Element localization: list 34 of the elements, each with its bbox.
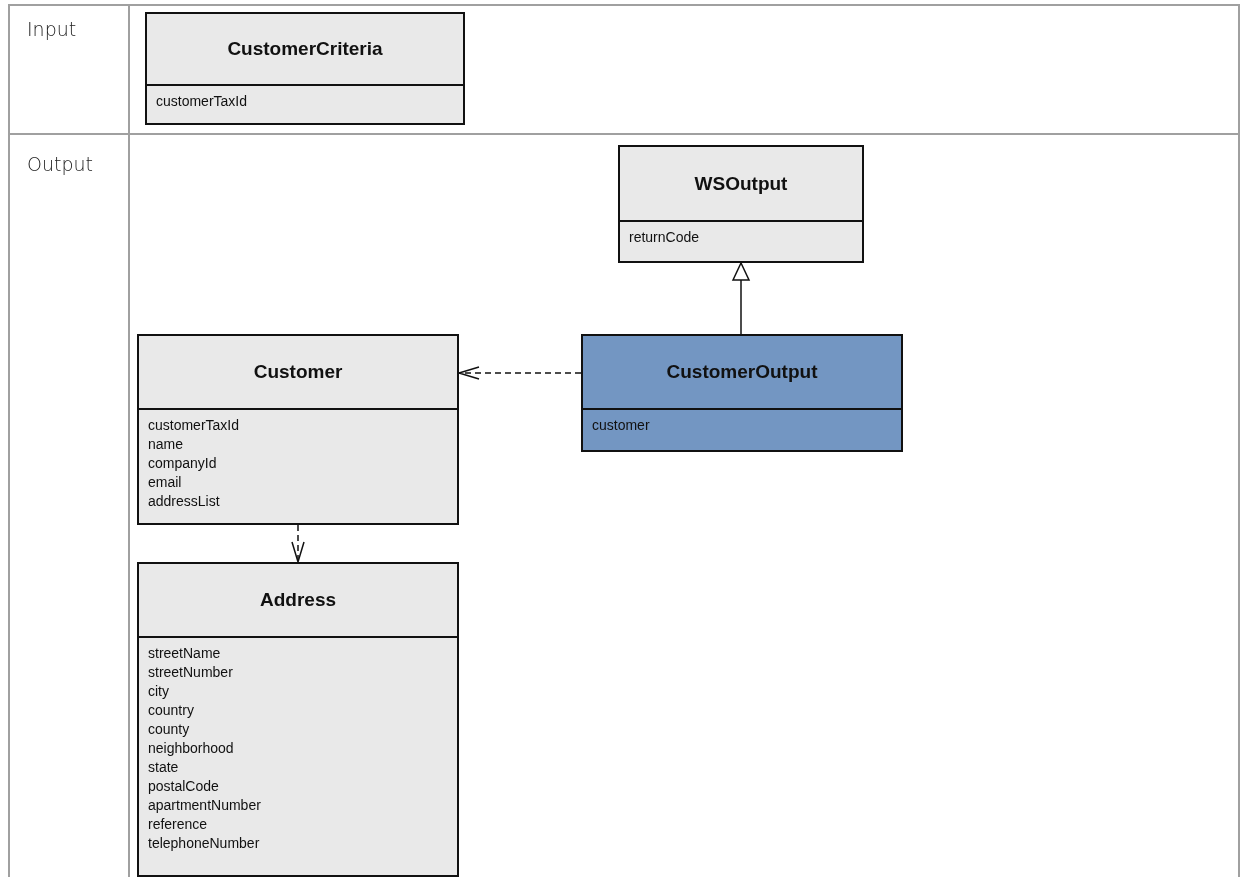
attribute-name: customerTaxId xyxy=(156,92,248,111)
attribute-name: streetNumber xyxy=(148,663,233,682)
dependency-arrow xyxy=(458,366,582,380)
attribute-name: email xyxy=(148,473,182,492)
class-name: Customer xyxy=(253,361,343,383)
row-label: Output xyxy=(27,153,93,175)
attribute-name: telephoneNumber xyxy=(148,834,260,853)
attribute-name: county xyxy=(148,720,190,739)
class-box xyxy=(581,334,903,452)
class-name: CustomerCriteria xyxy=(227,38,383,60)
attribute-name: postalCode xyxy=(148,777,219,796)
attribute-name: customer xyxy=(592,416,650,435)
inheritance-arrow xyxy=(732,262,750,335)
attribute-name: neighborhood xyxy=(148,739,234,758)
attribute-name: streetName xyxy=(148,644,221,663)
class-name: WSOutput xyxy=(694,172,788,195)
row-label: Input xyxy=(27,18,77,40)
attribute-name: reference xyxy=(148,815,208,834)
attribute-name: returnCode xyxy=(629,228,700,247)
attribute-name: companyId xyxy=(148,454,217,473)
dependency-arrow xyxy=(291,524,305,563)
attribute-name: customerTaxId xyxy=(148,416,240,435)
class-box xyxy=(137,562,459,877)
attribute-name: name xyxy=(148,435,184,454)
attribute-name: city xyxy=(148,682,169,701)
attribute-name: addressList xyxy=(148,492,220,511)
class-name: CustomerOutput xyxy=(666,361,818,383)
attribute-name: state xyxy=(148,758,179,777)
class-box xyxy=(618,145,864,263)
class-box xyxy=(137,334,459,525)
class-name: Address xyxy=(260,589,336,611)
attribute-name: country xyxy=(148,701,194,720)
class-box xyxy=(145,12,465,125)
attribute-name: apartmentNumber xyxy=(148,796,261,815)
